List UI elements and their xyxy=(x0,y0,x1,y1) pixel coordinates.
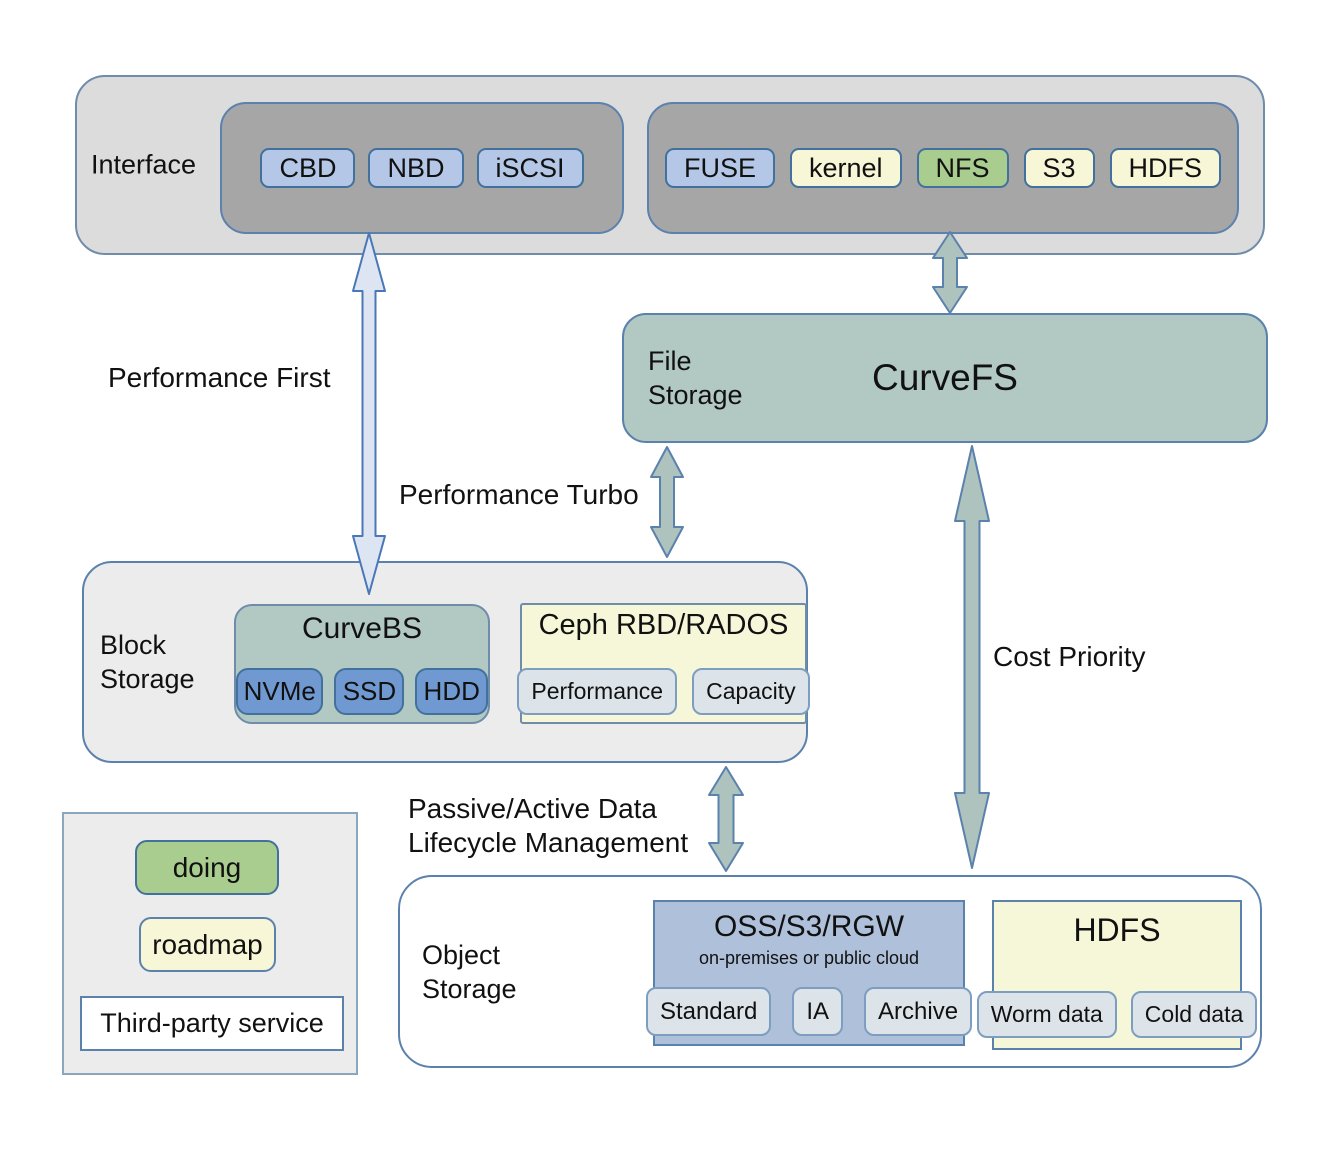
block-storage-box: Block Storage CurveBS NVMe SSD HDD Ceph … xyxy=(82,561,810,763)
chip-hdfs-interface: HDFS xyxy=(1109,148,1222,188)
performance-turbo-arrow xyxy=(650,446,684,558)
chip-archive: Archive xyxy=(864,987,973,1036)
legend-doing-chip: doing xyxy=(135,840,279,895)
interface-label: Interface xyxy=(91,149,197,180)
cost-priority-arrow xyxy=(954,445,990,869)
oss-subtitle: on-premises or public cloud xyxy=(698,948,920,968)
chip-hdd: HDD xyxy=(415,668,488,715)
file-storage-label: File Storage xyxy=(648,346,743,410)
chip-nbd: NBD xyxy=(368,148,464,188)
object-storage-box: Object Storage OSS/S3/RGW on-premises or… xyxy=(398,875,1262,1068)
performance-turbo-label: Performance Turbo xyxy=(399,479,639,510)
curvebs-media-row: NVMe SSD HDD xyxy=(236,668,488,715)
chip-nfs: NFS xyxy=(916,148,1009,188)
file-storage-box: File Storage CurveFS xyxy=(622,313,1268,443)
oss-tier-row: Standard IA Archive xyxy=(645,987,973,1036)
chip-standard: Standard xyxy=(645,987,772,1036)
performance-first-arrow xyxy=(352,232,386,595)
chip-s3: S3 xyxy=(1023,148,1095,188)
curvebs-box: CurveBS NVMe SSD HDD xyxy=(234,604,490,724)
legend-third-party-chip: Third-party service xyxy=(80,996,344,1051)
performance-first-label: Performance First xyxy=(108,362,331,393)
chip-cold-data: Cold data xyxy=(1130,991,1258,1038)
lifecycle-management-label: Passive/Active Data Lifecycle Management xyxy=(408,793,689,858)
hdfs-box: HDFS Worm data Cold data xyxy=(976,900,1258,1050)
chip-cbd: CBD xyxy=(260,148,356,188)
chip-nvme: NVMe xyxy=(236,668,324,715)
cost-priority-label: Cost Priority xyxy=(993,641,1146,672)
hdfs-title: HDFS xyxy=(1073,912,1161,948)
block-interfaces-group: CBD NBD iSCSI xyxy=(220,102,624,234)
ceph-rbd-rados-box: Ceph RBD/RADOS Performance Capacity xyxy=(517,603,810,724)
file-interfaces-group: FUSE kernel NFS S3 HDFS xyxy=(647,102,1239,234)
chip-capacity: Capacity xyxy=(692,668,810,715)
object-storage-label: Object Storage xyxy=(422,939,517,1004)
ceph-pool-row: Performance Capacity xyxy=(517,668,810,715)
chip-ia: IA xyxy=(792,987,844,1036)
oss-s3-rgw-box: OSS/S3/RGW on-premises or public cloud S… xyxy=(645,900,973,1046)
ceph-title: Ceph RBD/RADOS xyxy=(538,609,789,641)
legend-box: doing roadmap Third-party service xyxy=(62,812,358,1075)
chip-iscsi: iSCSI xyxy=(476,148,584,188)
legend-roadmap-chip: roadmap xyxy=(139,917,276,972)
chip-fuse: FUSE xyxy=(664,148,775,188)
chip-ssd: SSD xyxy=(334,668,405,715)
oss-title: OSS/S3/RGW xyxy=(713,910,905,943)
interface-box: Interface CBD NBD iSCSI FUSE kernel NFS … xyxy=(75,75,1265,255)
curvefs-title: CurveFS xyxy=(872,357,1018,398)
chip-worm-data: Worm data xyxy=(976,991,1117,1038)
chip-performance: Performance xyxy=(517,668,678,715)
hdfs-tier-row: Worm data Cold data xyxy=(976,991,1258,1038)
lifecycle-management-arrow xyxy=(708,766,744,872)
chip-kernel: kernel xyxy=(789,148,902,188)
block-storage-label: Block Storage xyxy=(100,630,195,694)
curvebs-title: CurveBS xyxy=(301,612,423,645)
